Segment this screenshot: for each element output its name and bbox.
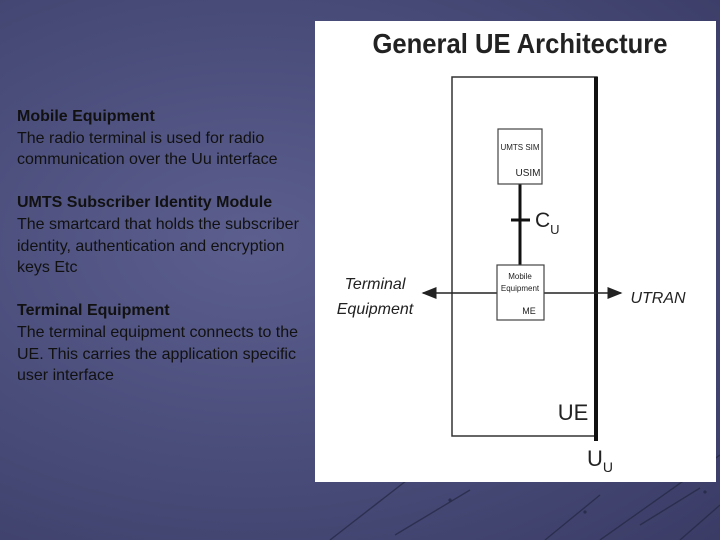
terminal-label-line1: Terminal (345, 276, 406, 293)
me-label-line2: Equipment (501, 284, 540, 293)
section-title: UMTS Subscriber Identity Module (17, 194, 273, 212)
uu-main: U (587, 446, 603, 471)
section-body: The terminal equipment connects to the U… (17, 323, 299, 385)
section-mobile-equipment: Mobile Equipment The radio terminal is u… (17, 106, 312, 171)
section-body: The radio terminal is used for radio com… (17, 129, 278, 169)
usim-bottom-label: USIM (516, 168, 541, 179)
section-title: Mobile Equipment (17, 108, 155, 125)
cu-label: CU (535, 209, 560, 237)
section-terminal-equipment: Terminal Equipment The terminal equipmen… (17, 300, 312, 386)
me-label-line3: ME (522, 306, 536, 316)
usim-box (497, 128, 543, 185)
ue-label: UE (558, 400, 589, 425)
diagram-title: General UE Architecture (373, 28, 668, 59)
me-label-line1: Mobile (508, 272, 532, 281)
section-usim: UMTS Subscriber Identity Module The smar… (17, 192, 312, 278)
usim-top-label: UMTS SIM (500, 143, 539, 152)
mobile-equipment-box (496, 264, 545, 321)
diagram-panel: General UE Architecture UMTS SIM USIM Mo… (315, 21, 716, 482)
description-text: Mobile Equipment The radio terminal is u… (17, 106, 312, 408)
section-title: Terminal Equipment (17, 302, 170, 320)
cu-subscript: U (550, 222, 559, 237)
uu-label: UU (587, 446, 613, 475)
utran-label: UTRAN (630, 290, 686, 307)
cu-main: C (535, 209, 550, 232)
section-body: The smartcard that holds the subscriber … (17, 215, 299, 277)
terminal-label-line2: Equipment (337, 301, 414, 318)
uu-subscript: U (603, 459, 613, 475)
ue-architecture-diagram: General UE Architecture UMTS SIM USIM Mo… (337, 28, 686, 475)
